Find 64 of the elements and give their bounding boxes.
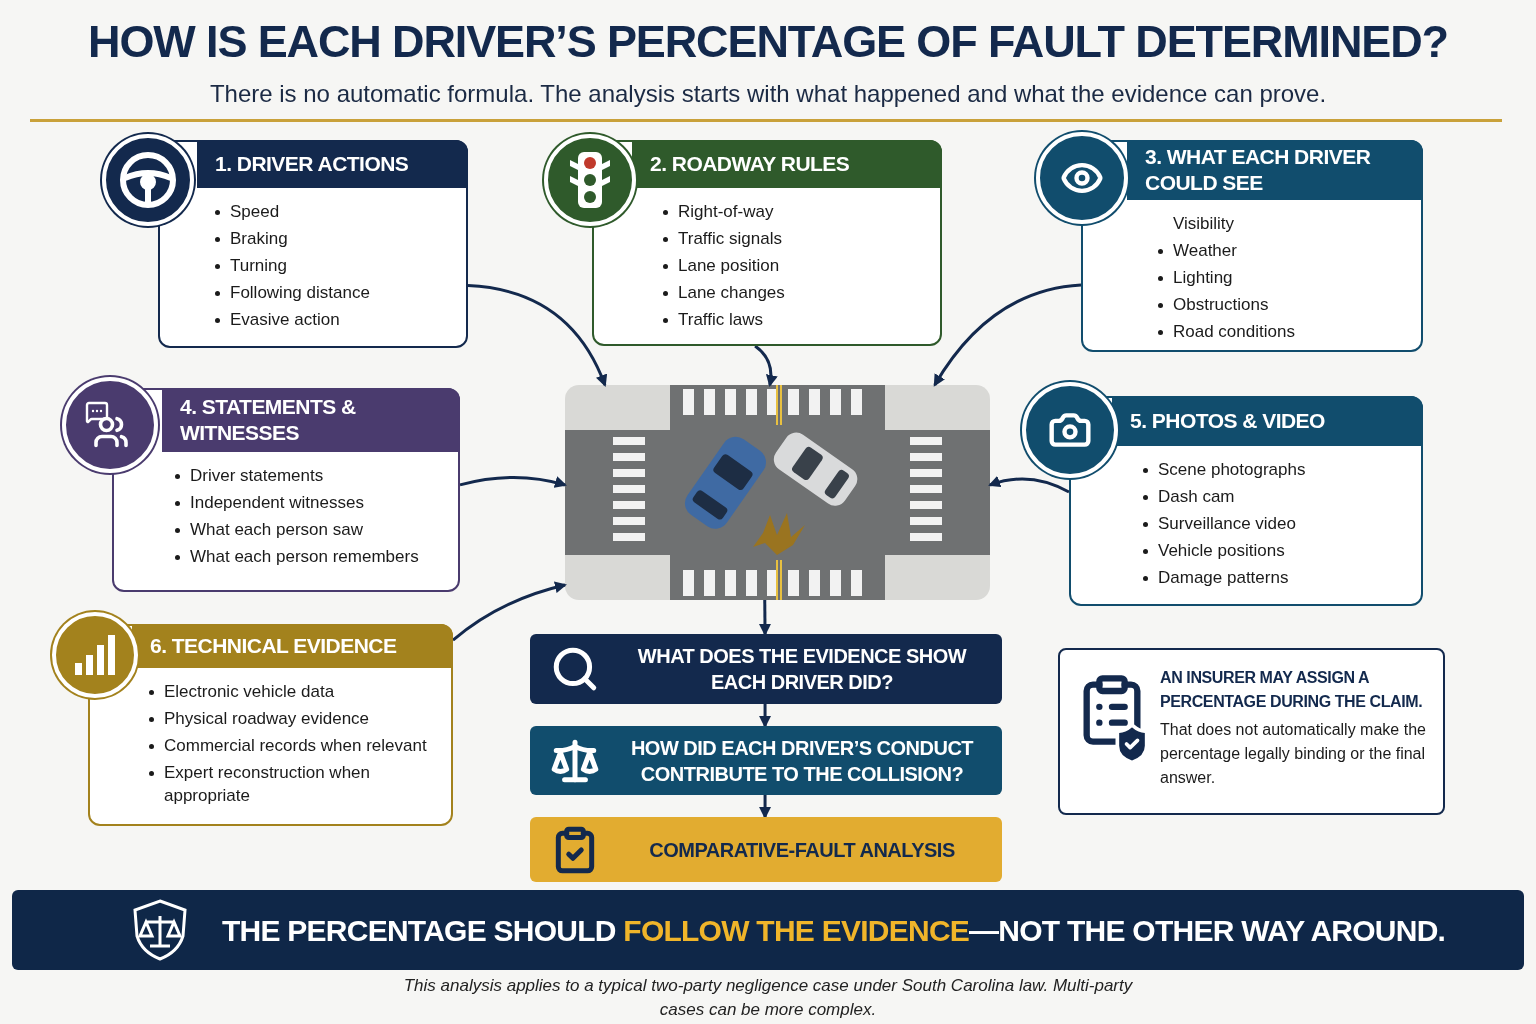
arrow <box>452 581 567 642</box>
bullet-item: Commercial records when relevant <box>164 736 427 755</box>
bullet-item: Traffic signals <box>678 229 782 248</box>
card-heading: 5. PHOTOS & VIDEO <box>1112 396 1423 446</box>
bullet-item: Damage patterns <box>1158 568 1289 587</box>
arrow <box>759 704 772 728</box>
footnote: This analysis applies to a typical two-party negligence case under South Carolina law. Multi-party cases can be more complex. <box>402 975 1134 1021</box>
arrow <box>459 476 567 489</box>
banner-text: THE PERCENTAGE SHOULD FOLLOW THE EVIDENCE—NOT THE OTHER WAY AROUND. <box>222 912 1447 949</box>
card-heading: 6. TECHNICAL EVIDENCE <box>132 624 453 668</box>
process-step <box>530 634 1002 704</box>
bullet-item: Following distance <box>230 283 370 302</box>
bullet-item: Independent witnesses <box>190 493 364 512</box>
card-heading: 3. WHAT EACH DRIVER COULD SEE <box>1127 140 1423 200</box>
bullet-item: Visibility <box>1173 214 1235 233</box>
bullet-item: Lane changes <box>678 283 785 302</box>
bullet-item: Driver statements <box>190 466 324 485</box>
bullet-item: What each person remembers <box>190 547 419 566</box>
bullet-item: Braking <box>230 229 288 248</box>
bullet-item: Lighting <box>1173 268 1233 287</box>
title: HOW IS EACH DRIVER’S PERCENTAGE OF FAULT DETERMINED? <box>87 15 1449 69</box>
bullet-item: Scene photographs <box>1158 460 1306 479</box>
info-card <box>592 140 942 346</box>
bullet-item: Vehicle positions <box>1158 541 1285 560</box>
info-card <box>112 388 460 592</box>
bullet-item: Expert reconstruction when appropriate <box>164 763 370 805</box>
bullet-item: Weather <box>1173 241 1237 260</box>
bullet-item: Right-of-way <box>678 202 774 221</box>
arrow <box>754 344 778 387</box>
subtitle: There is no automatic formula. The analysis starts with what happened and what the evidence can prove. <box>208 79 1328 109</box>
bullet-item: Evasive action <box>230 310 340 329</box>
bullet-item: Electronic vehicle data <box>164 682 335 701</box>
bullet-item: Speed <box>230 202 280 221</box>
arrow <box>467 284 607 387</box>
card-heading: 2. ROADWAY RULES <box>632 140 942 188</box>
arrow <box>759 795 772 819</box>
bullet-item: Road conditions <box>1173 322 1295 341</box>
note-box <box>1058 648 1445 815</box>
bullet-item: Dash cam <box>1158 487 1235 506</box>
info-card <box>1081 140 1423 352</box>
info-card <box>158 140 468 348</box>
process-step <box>530 726 1002 795</box>
note-heading: AN INSURER MAY ASSIGN A PERCENTAGE DURING THE CLAIM. <box>1160 668 1424 712</box>
step-text: WHAT DOES THE EVIDENCE SHOW EACH DRIVER DID? <box>636 644 968 695</box>
arrow <box>988 476 1070 494</box>
step-text: COMPARATIVE-FAULT ANALYSIS <box>648 837 956 863</box>
conclusion-banner <box>12 890 1524 970</box>
intersection-crash-drawing <box>565 385 990 600</box>
bullet-item: Physical roadway evidence <box>164 709 370 728</box>
card-heading: 4. STATEMENTS & WITNESSES <box>162 388 460 452</box>
bullet-item: Traffic laws <box>678 310 764 329</box>
note-text: That does not automatically make the percentage legally binding or the final answer. <box>1160 720 1427 788</box>
bullet-item: Obstructions <box>1173 295 1269 314</box>
bullet-item: Surveillance video <box>1158 514 1296 533</box>
process-step <box>530 817 1002 882</box>
bullet-item: Turning <box>230 256 287 275</box>
info-card <box>1069 396 1423 606</box>
bullet-item: Lane position <box>678 256 780 275</box>
arrow <box>758 600 771 636</box>
bullet-item: What each person saw <box>190 520 363 539</box>
card-heading: 1. DRIVER ACTIONS <box>197 140 468 188</box>
step-text: HOW DID EACH DRIVER’S CONDUCT CONTRIBUTE TO THE COLLISION? <box>629 735 975 787</box>
info-card <box>88 624 453 826</box>
arrow <box>933 283 1082 387</box>
